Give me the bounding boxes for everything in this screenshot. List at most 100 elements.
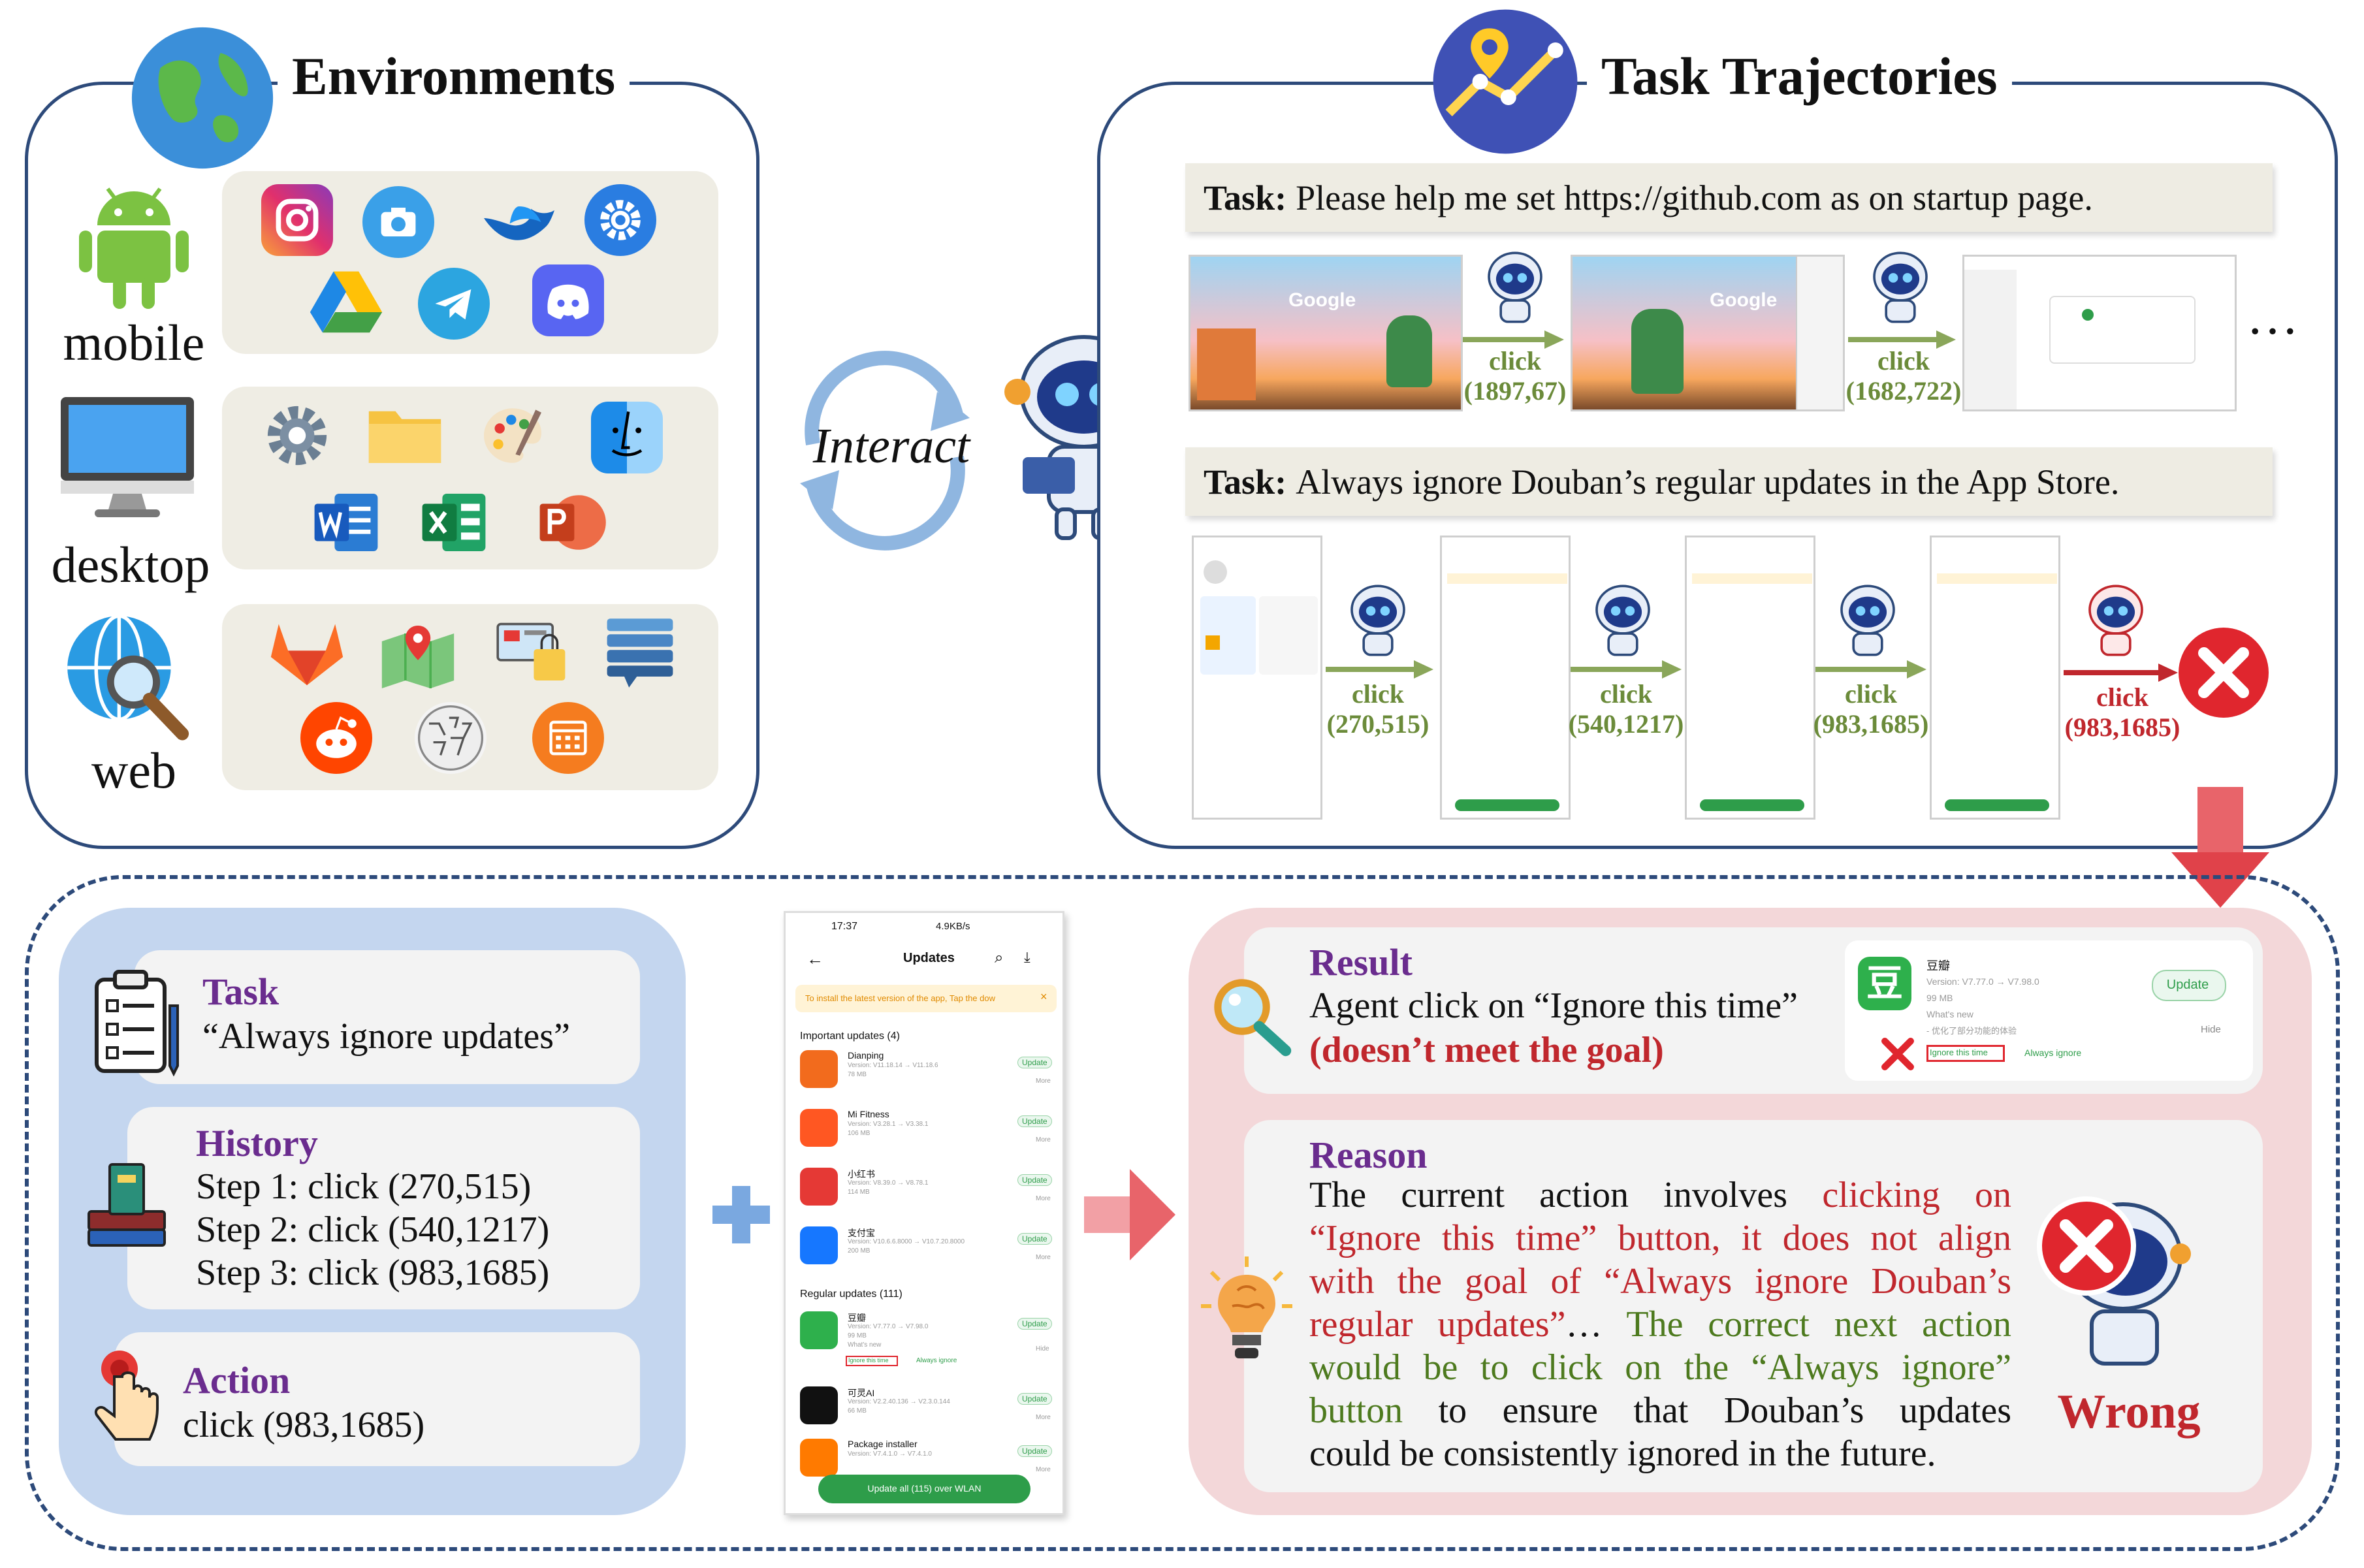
robot-icon-t2b <box>1587 581 1659 660</box>
phone-back-icon[interactable]: ← <box>807 949 823 968</box>
important-app-update-button[interactable]: Update <box>1017 1174 1052 1186</box>
task1-screenshot-2: Google <box>1571 255 1845 411</box>
phone-download-icon[interactable]: ⤓ <box>1024 949 1030 965</box>
arrow-t1a <box>1463 327 1567 353</box>
regular-app-icon <box>800 1439 838 1477</box>
phone-title: Updates <box>903 951 955 965</box>
important-app-more[interactable]: More <box>1036 1195 1051 1202</box>
phone-screenshot: 17:37 4.9KB/s ← Updates ⌕ ⤓ To install t… <box>784 911 1064 1515</box>
paint-palette-icon <box>477 400 549 472</box>
regular-app-size: 99 MB <box>848 1332 867 1339</box>
reason-segment: The correct next action <box>1626 1304 2012 1345</box>
arrow-t2a <box>1326 656 1437 682</box>
robot-icon-t1a <box>1479 248 1551 327</box>
doodle-character <box>1386 315 1432 387</box>
task2-screenshot-1 <box>1192 536 1322 820</box>
reason-line: “Ignore this time” button, it does not a… <box>1309 1217 2011 1260</box>
result-update-label: Update <box>2166 978 2209 992</box>
result-line-2: (doesn’t meet the goal) <box>1309 1030 1664 1070</box>
phone-status-time: 17:37 <box>831 921 858 932</box>
reason-segment: button <box>1309 1390 1403 1431</box>
calendar-icon <box>532 702 604 774</box>
important-app-update-button[interactable]: Update <box>1017 1115 1052 1127</box>
regular-app-icon <box>800 1311 838 1349</box>
web-label: web <box>91 742 176 799</box>
task2-click-3: click (983,1685) <box>1813 679 1929 739</box>
monitor-icon <box>56 392 199 522</box>
environments-title: Environments <box>278 46 630 107</box>
important-app-update-button[interactable]: Update <box>1017 1057 1052 1068</box>
regular-app-update-button[interactable]: Update <box>1017 1393 1052 1405</box>
regular-app-more[interactable]: More <box>1036 1414 1051 1421</box>
robot-icon-t2c <box>1832 581 1904 660</box>
gear-icon <box>261 400 333 472</box>
mini-banner-4 <box>1937 573 2057 584</box>
robot-icon-t2d-red <box>2080 581 2152 660</box>
ignore-this-time-highlight[interactable] <box>1926 1045 2005 1062</box>
update-all-button[interactable] <box>818 1475 1030 1503</box>
important-app-version: Version: V10.6.6.8000 → V10.7.20.8000 <box>848 1238 965 1245</box>
robot-icon-t1b <box>1864 248 1936 327</box>
phone-ignore-highlight[interactable] <box>846 1356 898 1366</box>
reason-segment: … <box>1565 1304 1627 1345</box>
browser-menu <box>1796 257 1843 409</box>
lightbulb-brain-icon <box>1198 1254 1296 1371</box>
task2-screenshot-2 <box>1440 536 1571 820</box>
important-app-icon <box>800 1050 838 1088</box>
important-app-version: Version: V8.39.0 → V8.78.1 <box>848 1179 929 1187</box>
regular-app-update-button[interactable]: Update <box>1017 1445 1052 1457</box>
important-app-more[interactable]: More <box>1036 1078 1051 1085</box>
important-app-more[interactable]: More <box>1036 1254 1051 1261</box>
reddit-icon <box>300 702 372 774</box>
task2-screenshot-4 <box>1930 536 2060 820</box>
important-app-update-button[interactable]: Update <box>1017 1233 1052 1245</box>
result-ignore-label: Ignore this time <box>1930 1048 1988 1057</box>
regular-app-more[interactable]: More <box>1036 1466 1051 1473</box>
discord-icon <box>532 264 604 336</box>
result-update-button[interactable] <box>2152 970 2226 1001</box>
reason-line: The current action involves clicking on <box>1309 1174 2011 1217</box>
important-app-icon <box>800 1168 838 1206</box>
regular-app-version: Version: V7.77.0 → V7.98.0 <box>848 1323 929 1330</box>
mini-footer-btn-4 <box>1945 799 2049 811</box>
regular-app-name: Package installer <box>848 1439 918 1449</box>
history-step-1: Step 1: click (270,515) <box>196 1166 532 1207</box>
camera-icon <box>362 186 434 258</box>
phone-banner <box>795 985 1057 1012</box>
phone-status-right: 4.9KB/s <box>936 921 970 932</box>
result-app-card: 豆 豆瓣 Version: V7.77.0 → V7.98.0 99 MB Wh… <box>1845 940 2253 1081</box>
interact-label: Interact <box>812 419 970 473</box>
phone-banner-close[interactable]: × <box>1040 990 1047 1003</box>
important-app-size: 78 MB <box>848 1071 867 1078</box>
task-card: Task “Always ignore updates” <box>134 950 640 1084</box>
result-always-label[interactable]: Always ignore <box>2024 1048 2082 1058</box>
result-hide-label[interactable]: Hide <box>2201 1024 2221 1035</box>
phone-hide-label[interactable]: Hide <box>1036 1345 1049 1352</box>
reason-segment: with the goal of “Always ignore Douban’s <box>1309 1261 2011 1302</box>
important-app-icon <box>800 1226 838 1264</box>
phone-search-icon[interactable]: ⌕ <box>995 949 1004 967</box>
douban-app-icon: 豆 <box>1858 957 1911 1010</box>
regular-app-name: 可灵AI <box>848 1388 875 1398</box>
task1-bar: Task:Please help me set https://github.c… <box>1185 163 2273 232</box>
important-app-name: 小红书 <box>848 1169 875 1179</box>
error-x-icon <box>2175 624 2273 722</box>
arrow-t2c <box>1815 656 1930 682</box>
desktop-label: desktop <box>51 536 210 593</box>
right-arrow <box>1084 1169 1175 1260</box>
folder-icon <box>366 400 441 472</box>
mini-card-2 <box>1259 596 1318 675</box>
history-step-3: Step 3: click (983,1685) <box>196 1253 550 1293</box>
regular-app-update-button[interactable]: Update <box>1017 1318 1052 1330</box>
task2-prefix: Task: <box>1204 462 1287 502</box>
google-drive-icon <box>307 264 383 336</box>
doodle-building <box>1197 328 1256 400</box>
result-app-whatsnew: What's new <box>1926 1009 1973 1019</box>
task1-screenshot-3 <box>1962 255 2237 411</box>
google-doodle-label-1: Google <box>1288 289 1356 311</box>
task1-click-2: click (1682,722) <box>1845 346 1962 406</box>
phone-always-ignore-label[interactable]: Always ignore <box>916 1357 957 1364</box>
regular-header: Regular updates (111) <box>800 1288 902 1300</box>
task1-click-1: click (1897,67) <box>1463 346 1567 406</box>
important-app-more[interactable]: More <box>1036 1136 1051 1144</box>
